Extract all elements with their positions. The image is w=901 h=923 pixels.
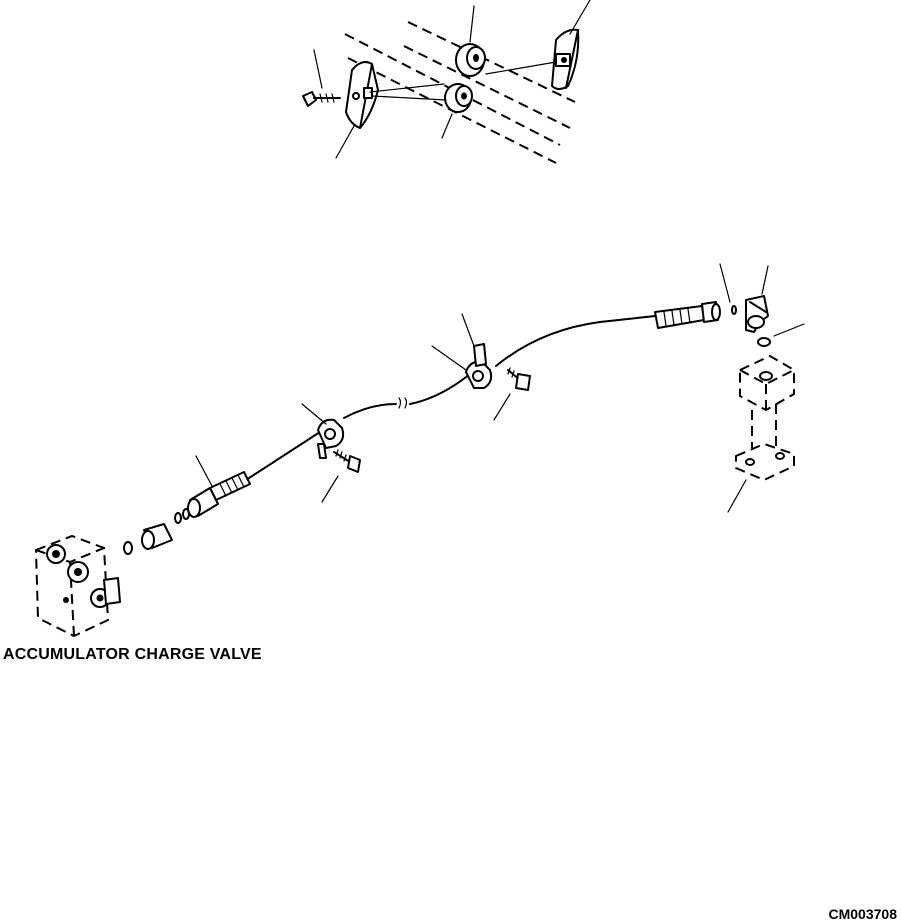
- clamp-right: [465, 343, 493, 389]
- accumulator-charge-valve: [34, 534, 121, 638]
- frame-mount-assembly: [302, 0, 591, 164]
- right-o-ring: [731, 305, 737, 315]
- drawing-code: CM003708: [828, 906, 898, 922]
- right-bracket: [551, 28, 580, 90]
- clamp-left-bolt: [333, 449, 361, 473]
- lower-bushing: [444, 83, 473, 113]
- right-hose-fitting: [654, 301, 721, 329]
- upper-bushing: [455, 43, 486, 77]
- accumulator-mount: [727, 337, 795, 513]
- clamp-left: [317, 418, 345, 459]
- elbow-fitting: [745, 295, 769, 333]
- accumulator-charge-valve-label: ACCUMULATOR CHARGE VALVE: [3, 646, 262, 663]
- charge-line-assembly: [123, 263, 805, 555]
- left-bolt: [302, 91, 341, 107]
- left-hose-fitting: [187, 471, 251, 518]
- clamp-right-bolt: [507, 367, 531, 391]
- hose-line: [245, 315, 656, 481]
- valve-connector: [123, 508, 190, 555]
- left-bracket: [345, 61, 379, 129]
